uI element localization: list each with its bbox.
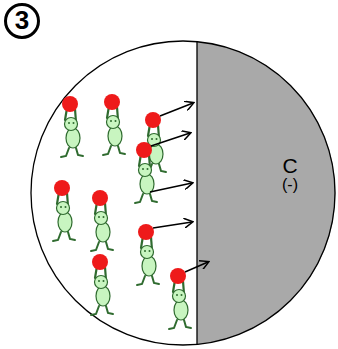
motion-arrows bbox=[150, 103, 208, 272]
charge-sign: (-) bbox=[282, 177, 298, 194]
electrode-letter: C bbox=[282, 155, 297, 177]
cathode-region bbox=[197, 42, 336, 345]
number-circle: 3 bbox=[4, 3, 40, 39]
boundary-line bbox=[196, 42, 197, 345]
cathode-label: C(-) bbox=[255, 148, 325, 200]
panel-number: 3 bbox=[15, 7, 29, 34]
particle-figures bbox=[53, 94, 191, 329]
outer-circle bbox=[31, 41, 335, 345]
